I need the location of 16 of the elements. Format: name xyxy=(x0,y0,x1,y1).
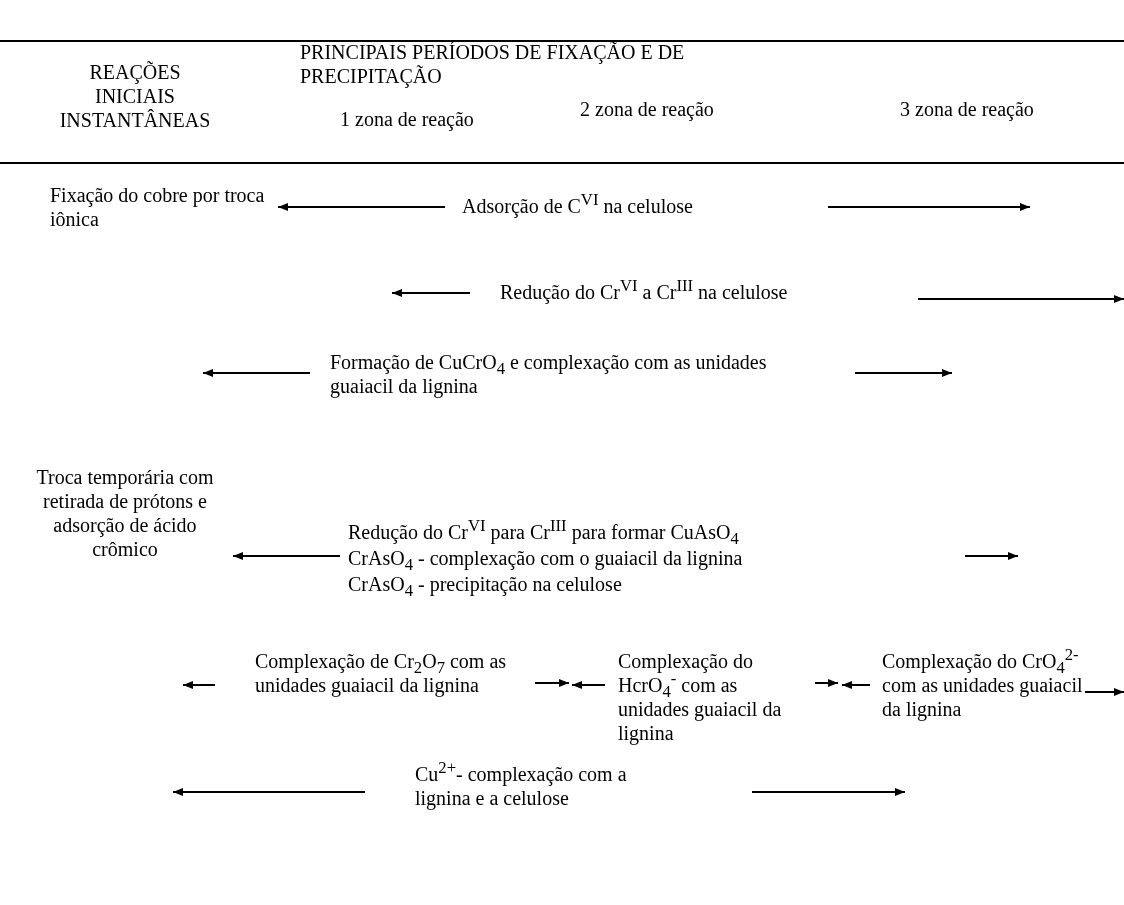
process-text: Redução do Cr$^{VI}$ a Cr$^{III}$ na celulose xyxy=(500,280,789,304)
column-heading: 1 zona de reação xyxy=(340,107,475,131)
process-text: CrAsO$_{4}$ - complexação com o guaiacil da lignina xyxy=(348,546,744,570)
process-text: Complexação do HcrO$_{4}$$^{-}$ com as unidades guaiacil da lignina xyxy=(618,649,783,745)
column-heading: 2 zona de reação xyxy=(580,97,715,121)
process-text: Complexação de Cr$_{2}$O$_{7}$ com as unidades guaiacil da lignina xyxy=(255,649,508,697)
process-text: Redução do Cr$^{VI}$ para Cr$^{III}$ para formar CuAsO$_{4}$ xyxy=(348,520,740,544)
process-text: Adsorção de C$^{VI}$ na celulose xyxy=(462,194,694,218)
column-heading: 3 zona de reação xyxy=(900,97,1035,121)
process-text: CrAsO$_{4}$ - precipitação na celulose xyxy=(348,572,623,596)
column-heading: REAÇÕES INICIAIS INSTANTÂNEAS xyxy=(58,60,212,132)
process-text: Fixação do cobre por troca iônica xyxy=(50,183,266,231)
process-text: Cu$^{2+}$- complexação com a lignina e a celulose xyxy=(415,762,628,810)
process-text: Formação de CuCrO$_{4}$ e complexação com as unidades guaiacil da lignina xyxy=(330,350,768,398)
process-text: Troca temporária com retirada de prótons e adsorção de ácido crômico xyxy=(35,465,215,561)
column-heading: PRINCIPAIS PERÍODOS DE FIXAÇÃO E DE PRECIPITAÇÃO xyxy=(300,40,686,88)
